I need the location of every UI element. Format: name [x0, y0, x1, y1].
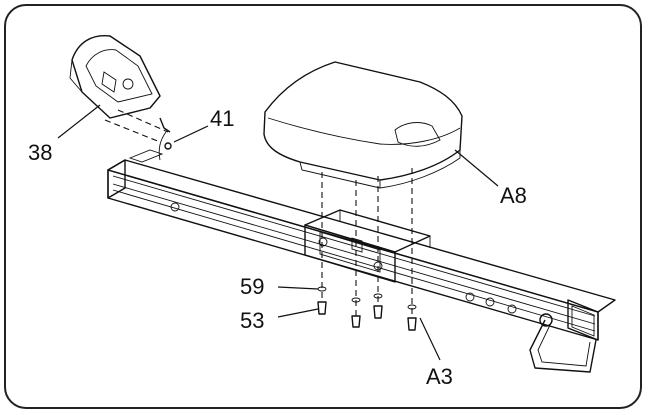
washers [317, 286, 417, 310]
label-sensor: 41 [210, 106, 234, 131]
label-console: 38 [28, 140, 52, 165]
label-seat: A8 [500, 183, 527, 208]
screws [317, 301, 417, 331]
rail-beam [107, 149, 616, 341]
leader-lines [57, 104, 499, 361]
label-washer: 59 [240, 274, 264, 299]
assembly-guides [104, 109, 413, 318]
console-monitor [69, 35, 161, 119]
carriage-plate [304, 209, 431, 283]
label-screw: 53 [240, 308, 264, 333]
label-rail: A3 [426, 364, 453, 389]
rail-stand [529, 319, 597, 373]
seat-cushion [263, 61, 463, 189]
sensor-cable [158, 117, 172, 161]
diagram-frame [4, 4, 642, 409]
